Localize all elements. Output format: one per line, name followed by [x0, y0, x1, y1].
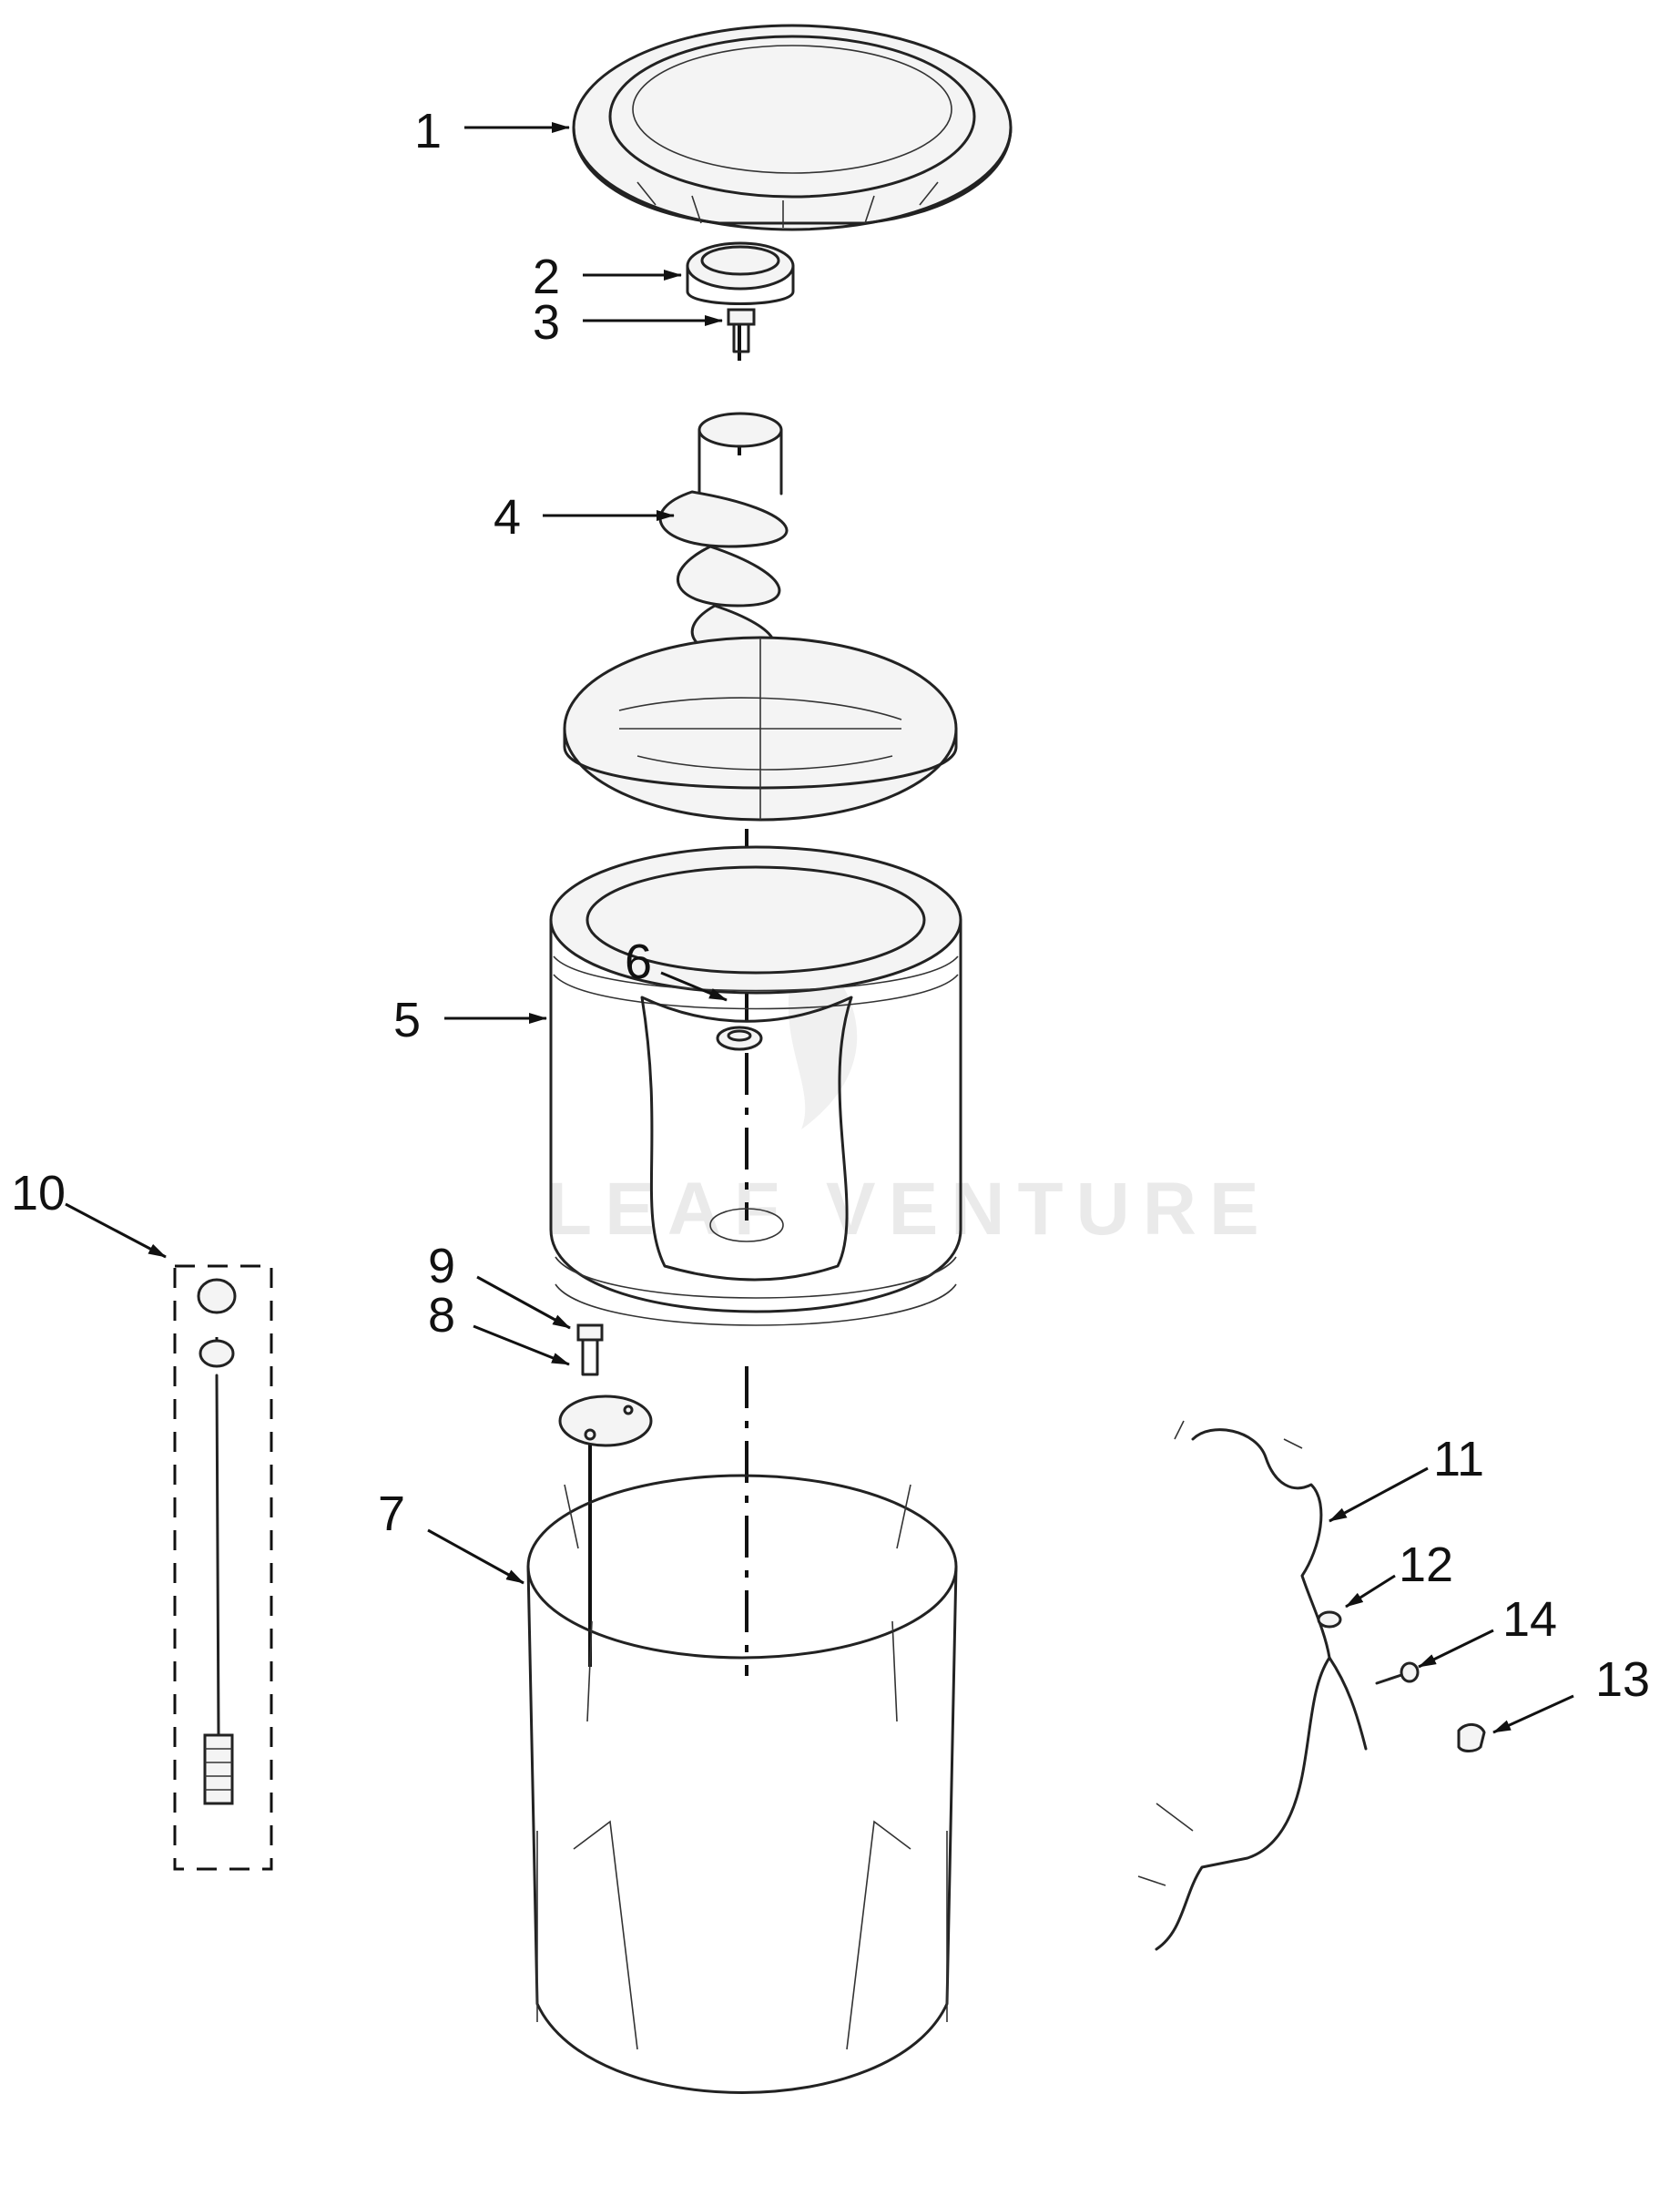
callout-12: 12	[1399, 1537, 1453, 1592]
callout-6: 6	[625, 935, 652, 989]
part-9-screw	[576, 1323, 604, 1376]
callout-5: 5	[393, 993, 421, 1047]
part-5-basket	[549, 845, 962, 1326]
callout-4: 4	[494, 490, 521, 545]
callout-9: 9	[428, 1239, 455, 1293]
part-7-outer-tub	[526, 1474, 958, 2094]
callout-8: 8	[428, 1288, 455, 1343]
callout-10: 10	[11, 1166, 66, 1221]
callout-3: 3	[533, 295, 560, 350]
part-3-bolt	[727, 308, 756, 353]
callout-labels: 1 2 3 4 5 6 7 8 9 10 11 12 13 14	[11, 104, 1650, 1707]
part-13-clip	[1457, 1723, 1486, 1752]
callout-1: 1	[414, 104, 442, 158]
part-2-cap	[686, 241, 795, 305]
part-6-hub-seal	[716, 1026, 763, 1051]
callout-14: 14	[1502, 1592, 1557, 1647]
callout-7: 7	[378, 1486, 405, 1541]
part-1-balance-ring	[572, 24, 1013, 231]
part-11-wire-harness	[1137, 1420, 1368, 1951]
leader-lines	[65, 122, 1574, 1734]
part-4-auger-impeller	[563, 412, 958, 822]
part-12-wire-tie	[1317, 1610, 1342, 1629]
callout-2: 2	[533, 250, 560, 304]
part-8-plate	[558, 1394, 653, 1447]
watermark: LEAF VENTURE	[546, 947, 1272, 1251]
watermark-text: LEAF VENTURE	[546, 1168, 1272, 1251]
part-14-screw	[1375, 1661, 1420, 1685]
callout-13: 13	[1595, 1652, 1650, 1707]
callout-11: 11	[1433, 1432, 1484, 1486]
part-10-drain-assembly	[173, 1264, 273, 1871]
